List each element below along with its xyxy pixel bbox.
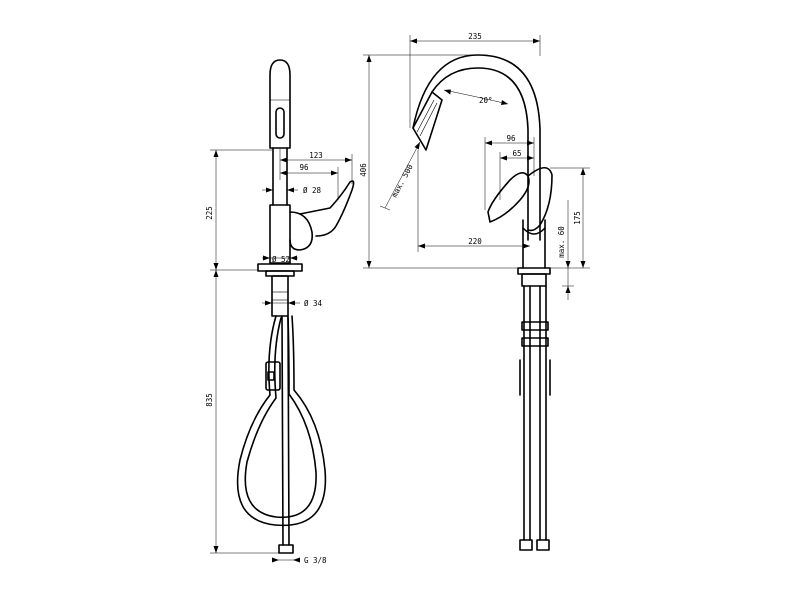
side-body <box>269 204 291 264</box>
front-connector-left <box>519 539 533 551</box>
front-spout-outer <box>412 54 541 241</box>
front-spray-line-2 <box>419 102 438 137</box>
front-body-cap <box>522 227 546 235</box>
dim-96-side-label: 96 <box>299 163 309 172</box>
side-view-dimensions: 225 835 123 96 Ø 28 Ø 52 <box>205 148 353 565</box>
front-base-plate <box>517 267 551 275</box>
dim-175-label: 175 <box>573 211 582 225</box>
front-view-faucet <box>412 54 553 551</box>
front-lever-hub <box>527 166 553 232</box>
front-tube-clip-2 <box>521 337 549 347</box>
dim-96-front-label: 96 <box>506 134 516 143</box>
front-base-collar <box>521 273 547 287</box>
dim-235-label: 235 <box>468 32 482 41</box>
side-lever-hub <box>289 211 314 251</box>
dim-835-label: 835 <box>205 393 214 407</box>
dim-dia28-label: Ø 28 <box>303 186 322 195</box>
front-lever-blade <box>487 172 530 223</box>
front-tube-clip-1 <box>521 321 549 331</box>
dim-dia34-label: Ø 34 <box>304 299 323 308</box>
side-base-plate <box>257 263 303 272</box>
dim-g38-label: G 3/8 <box>304 556 327 565</box>
side-supply-left <box>281 315 284 546</box>
front-spray-head <box>412 91 443 151</box>
side-hose-inner <box>244 317 317 519</box>
side-hose-outer <box>236 315 327 527</box>
side-connector-nut <box>278 544 294 554</box>
dim-max500-label: max. 500 <box>390 162 415 199</box>
side-view-faucet <box>236 59 355 554</box>
front-spout-inner <box>431 67 529 241</box>
side-spray-head <box>269 59 291 149</box>
dim-max60-label: max. 60 <box>557 226 566 258</box>
dim-406-label: 406 <box>359 163 368 177</box>
side-hose-weight-knob <box>267 371 275 381</box>
dim-65-label: 65 <box>512 149 521 158</box>
front-connector-right <box>536 539 550 551</box>
front-spray-line-1 <box>416 99 435 133</box>
front-view-dimensions: 235 406 max. 500 20° 96 65 <box>359 32 590 300</box>
dim-20deg-label: 20° <box>479 96 493 105</box>
dim-dia52-label: Ø 52 <box>272 255 290 264</box>
side-lever-handle <box>299 180 355 237</box>
dim-123-label: 123 <box>309 151 323 160</box>
side-hose-weight <box>265 361 281 391</box>
dim-225-label: 225 <box>205 206 214 220</box>
dim-220-label: 220 <box>468 237 482 246</box>
side-spray-button <box>275 107 285 139</box>
side-shank <box>271 275 289 317</box>
